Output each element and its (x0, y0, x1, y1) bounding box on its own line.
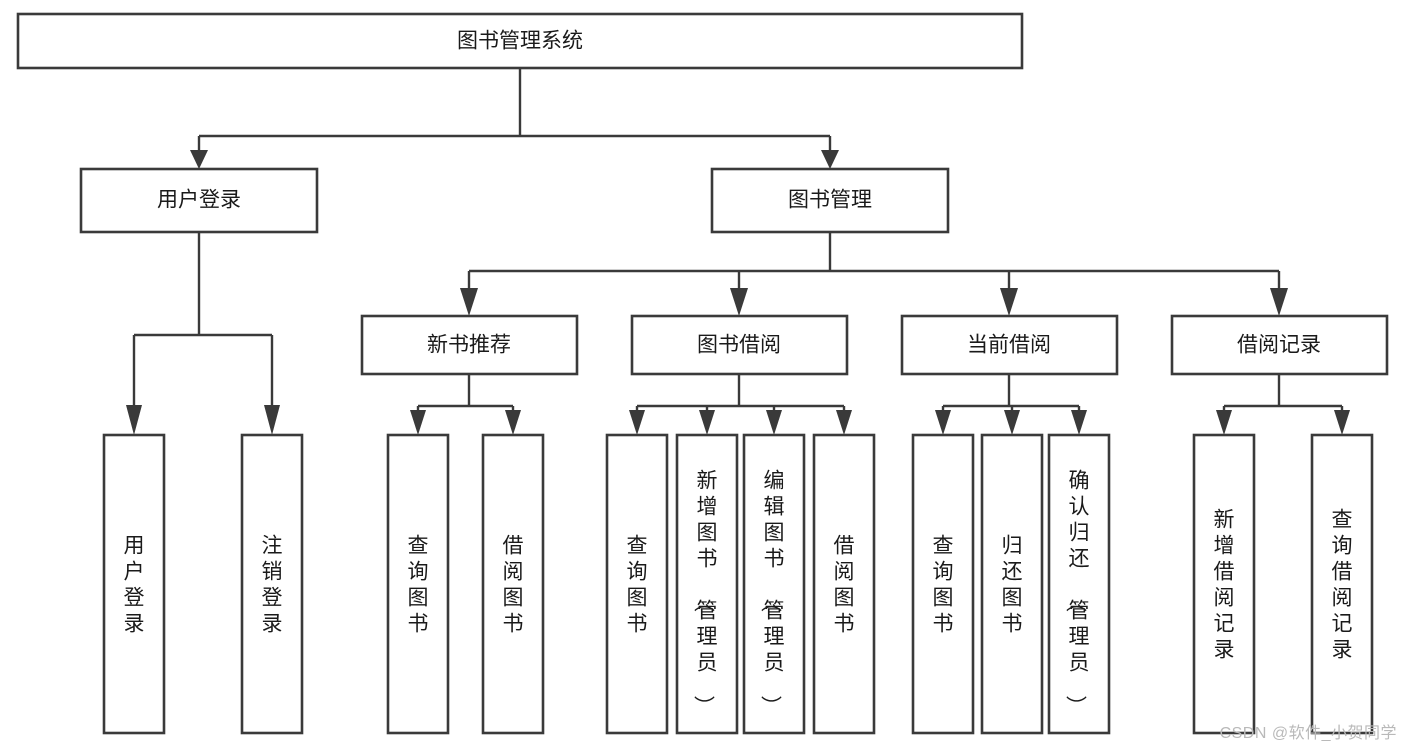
leaf-user-login-2-label: 注销登录 (262, 534, 283, 635)
leaf-user-login-1[interactable]: 用户登录 (102, 433, 166, 735)
node-root-label: 图书管理系统 (457, 30, 583, 53)
leaf-book-borrow-1[interactable]: 查询图书 (605, 433, 669, 735)
node-new-book-recommend[interactable]: 新书推荐 (360, 314, 579, 376)
leaf-book-borrow-3-label: 编辑图书（管理员） (759, 469, 785, 716)
leaf-new-book-1-box[interactable] (386, 433, 450, 735)
arrow-to-user-login-leaf (126, 405, 142, 435)
arrow-borrow-leaf1 (629, 410, 645, 435)
leaf-current-borrow-2-label: 归还图书 (1002, 534, 1023, 635)
node-current-borrow-box[interactable] (900, 314, 1119, 376)
node-current-borrow[interactable]: 当前借阅 (900, 314, 1119, 376)
leaf-book-borrow-2[interactable]: 新增图书（管理员） (675, 433, 739, 735)
leaf-new-book-2[interactable]: 借阅图书 (481, 433, 545, 735)
leaf-current-borrow-2-box[interactable] (980, 433, 1044, 735)
node-borrow-record-box[interactable] (1170, 314, 1389, 376)
leaf-current-borrow-3[interactable]: 确认归还（管理员） (1047, 433, 1111, 735)
leaf-book-borrow-3-box[interactable] (742, 433, 806, 735)
leaf-book-borrow-4-box[interactable] (812, 433, 876, 735)
connector-layer (126, 68, 1350, 435)
leaf-user-login-1-box[interactable] (102, 433, 166, 735)
arrow-newbook-leaf2 (505, 410, 521, 435)
leaf-book-borrow-2-label: 新增图书（管理员） (692, 469, 718, 716)
leaf-current-borrow-3-box[interactable] (1047, 433, 1111, 735)
leaf-book-borrow-4-label: 借阅图书 (834, 534, 855, 635)
leaf-new-book-1-label: 查询图书 (408, 534, 429, 635)
leaf-book-borrow-1-label: 查询图书 (627, 534, 648, 635)
leaf-user-login-1-label: 用户登录 (124, 534, 145, 635)
node-book-borrow-label: 图书借阅 (697, 334, 781, 357)
arrow-to-user-login (190, 150, 208, 169)
arrow-to-record (1270, 288, 1288, 316)
node-book-management-box[interactable] (710, 167, 950, 234)
arrow-borrow-leaf3 (766, 410, 782, 435)
leaf-current-borrow-1-label: 查询图书 (933, 534, 954, 635)
leaf-user-login-2-box[interactable] (240, 433, 304, 735)
leaf-book-borrow-4[interactable]: 借阅图书 (812, 433, 876, 735)
arrow-to-newbook (460, 288, 478, 316)
node-book-management[interactable]: 图书管理 (710, 167, 950, 234)
node-user-login-label: 用户登录 (157, 189, 241, 212)
arrow-to-current (1000, 288, 1018, 316)
node-new-book-recommend-label: 新书推荐 (427, 334, 511, 357)
arrow-to-book-manage (821, 150, 839, 169)
arrow-record-leaf2 (1334, 410, 1350, 435)
node-user-login-box[interactable] (79, 167, 319, 234)
leaf-book-borrow-3[interactable]: 编辑图书（管理员） (742, 433, 806, 735)
leaf-borrow-record-1-box[interactable] (1192, 433, 1256, 735)
leaf-current-borrow-1[interactable]: 查询图书 (911, 433, 975, 735)
node-root-box[interactable] (16, 12, 1024, 70)
arrow-current-leaf3 (1071, 410, 1087, 435)
arrow-to-borrow (730, 288, 748, 316)
node-new-book-recommend-box[interactable] (360, 314, 579, 376)
node-borrow-record-label: 借阅记录 (1237, 334, 1321, 357)
leaf-new-book-2-label: 借阅图书 (503, 534, 524, 635)
leaf-current-borrow-1-box[interactable] (911, 433, 975, 735)
leaf-borrow-record-1-label: 新增借阅记录 (1214, 508, 1235, 661)
node-book-management-label: 图书管理 (788, 189, 872, 212)
csdn-watermark: CSDN @软件_小贺同学 (1219, 725, 1397, 742)
arrow-current-leaf1 (935, 410, 951, 435)
leaf-borrow-record-2-label: 查询借阅记录 (1332, 508, 1353, 661)
arrow-record-leaf1 (1216, 410, 1232, 435)
leaf-borrow-record-2[interactable]: 查询借阅记录 (1310, 433, 1374, 735)
arrow-borrow-leaf2 (699, 410, 715, 435)
leaf-user-login-2[interactable]: 注销登录 (240, 433, 304, 735)
leaf-current-borrow-2[interactable]: 归还图书 (980, 433, 1044, 735)
node-user-login[interactable]: 用户登录 (79, 167, 319, 234)
arrow-borrow-leaf4 (836, 410, 852, 435)
node-book-borrow-box[interactable] (630, 314, 849, 376)
arrow-to-logout-leaf (264, 405, 280, 435)
leaf-borrow-record-1[interactable]: 新增借阅记录 (1192, 433, 1256, 735)
leaf-current-borrow-3-label: 确认归还（管理员） (1064, 469, 1090, 716)
leaf-book-borrow-2-box[interactable] (675, 433, 739, 735)
leaf-book-borrow-1-box[interactable] (605, 433, 669, 735)
leaf-new-book-1[interactable]: 查询图书 (386, 433, 450, 735)
node-borrow-record[interactable]: 借阅记录 (1170, 314, 1389, 376)
node-root[interactable]: 图书管理系统 (16, 12, 1024, 70)
arrow-newbook-leaf1 (410, 410, 426, 435)
node-book-borrow[interactable]: 图书借阅 (630, 314, 849, 376)
arrow-current-leaf2 (1004, 410, 1020, 435)
leaf-borrow-record-2-box[interactable] (1310, 433, 1374, 735)
node-current-borrow-label: 当前借阅 (967, 334, 1051, 357)
leaf-new-book-2-box[interactable] (481, 433, 545, 735)
